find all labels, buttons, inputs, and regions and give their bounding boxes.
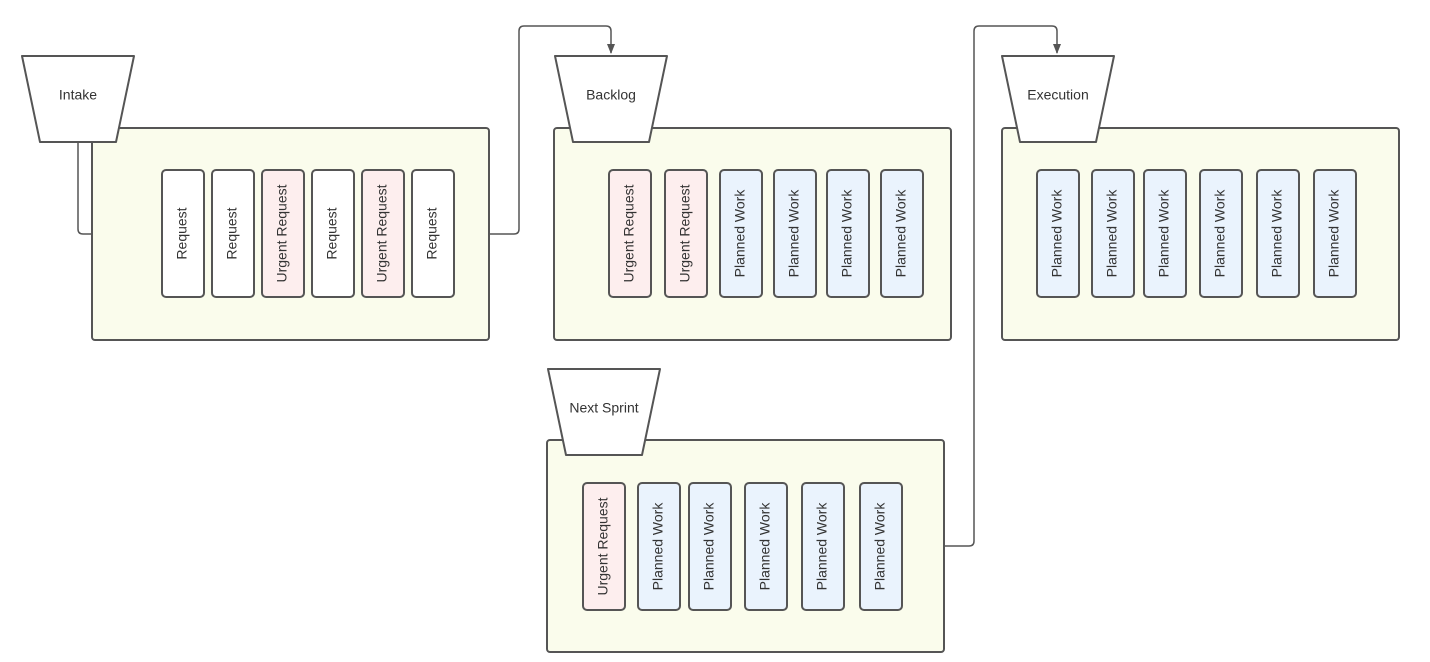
- card-label: Planned Work: [814, 502, 830, 591]
- card-label: Request: [324, 207, 340, 259]
- card-label: Planned Work: [839, 189, 855, 278]
- card-plain: Request: [311, 169, 355, 298]
- card-urgent: Urgent Request: [261, 169, 305, 298]
- card-box: [608, 169, 652, 298]
- card-box: [664, 169, 708, 298]
- card-planned: Planned Work: [826, 169, 870, 298]
- card-planned: Planned Work: [880, 169, 924, 298]
- stage-label: Next Sprint: [569, 400, 638, 416]
- card-label: Planned Work: [893, 189, 909, 278]
- card-planned: Planned Work: [801, 482, 845, 611]
- card-box: [1091, 169, 1135, 298]
- card-planned: Planned Work: [1313, 169, 1357, 298]
- card-label: Request: [174, 207, 190, 259]
- stage-label-shape: [21, 55, 135, 143]
- card-label: Planned Work: [1049, 189, 1065, 278]
- card-box: [801, 482, 845, 611]
- card-box: [826, 169, 870, 298]
- card-planned: Planned Work: [859, 482, 903, 611]
- card-label: Request: [224, 207, 240, 259]
- card-box: [1143, 169, 1187, 298]
- card-box: [311, 169, 355, 298]
- stage-label-shape: [554, 55, 668, 143]
- card-label: Planned Work: [1269, 189, 1285, 278]
- card-label: Planned Work: [757, 502, 773, 591]
- card-label: Planned Work: [732, 189, 748, 278]
- card-planned: Planned Work: [1036, 169, 1080, 298]
- card-planned: Planned Work: [1256, 169, 1300, 298]
- stage-label: Backlog: [586, 87, 636, 103]
- card-box: [361, 169, 405, 298]
- connector-intake-to-backlog: [490, 25, 615, 235]
- card-urgent: Urgent Request: [361, 169, 405, 298]
- card-label: Urgent Request: [595, 497, 611, 595]
- card-plain: Request: [161, 169, 205, 298]
- card-plain: Request: [211, 169, 255, 298]
- card-box: [1313, 169, 1357, 298]
- card-box: [880, 169, 924, 298]
- card-box: [1256, 169, 1300, 298]
- connector-intake-to-cards: [77, 142, 160, 238]
- card-label: Planned Work: [786, 189, 802, 278]
- card-label: Planned Work: [701, 502, 717, 591]
- card-label: Planned Work: [1326, 189, 1342, 278]
- card-box: [211, 169, 255, 298]
- card-box: [161, 169, 205, 298]
- card-box: [859, 482, 903, 611]
- card-planned: Planned Work: [688, 482, 732, 611]
- stage-label-shape: [1001, 55, 1115, 143]
- card-box: [773, 169, 817, 298]
- card-planned: Planned Work: [719, 169, 763, 298]
- card-box: [261, 169, 305, 298]
- stage-label: Intake: [59, 87, 97, 103]
- card-label: Planned Work: [1156, 189, 1172, 278]
- card-box: [719, 169, 763, 298]
- card-label: Urgent Request: [274, 184, 290, 282]
- card-label: Planned Work: [1212, 189, 1228, 278]
- stage-label: Execution: [1027, 87, 1088, 103]
- card-planned: Planned Work: [1091, 169, 1135, 298]
- card-urgent: Urgent Request: [582, 482, 626, 611]
- card-planned: Planned Work: [1199, 169, 1243, 298]
- card-label: Urgent Request: [677, 184, 693, 282]
- card-label: Planned Work: [1104, 189, 1120, 278]
- card-label: Planned Work: [872, 502, 888, 591]
- card-planned: Planned Work: [773, 169, 817, 298]
- card-label: Urgent Request: [374, 184, 390, 282]
- card-label: Urgent Request: [621, 184, 637, 282]
- card-box: [582, 482, 626, 611]
- stage-label-shape: [547, 368, 661, 456]
- card-box: [688, 482, 732, 611]
- connector-nextsprint-to-execution: [945, 25, 1061, 547]
- card-plain: Request: [411, 169, 455, 298]
- card-planned: Planned Work: [637, 482, 681, 611]
- card-label: Request: [424, 207, 440, 259]
- card-box: [1199, 169, 1243, 298]
- card-planned: Planned Work: [1143, 169, 1187, 298]
- card-urgent: Urgent Request: [608, 169, 652, 298]
- card-box: [1036, 169, 1080, 298]
- card-label: Planned Work: [650, 502, 666, 591]
- card-box: [744, 482, 788, 611]
- card-box: [637, 482, 681, 611]
- card-urgent: Urgent Request: [664, 169, 708, 298]
- card-box: [411, 169, 455, 298]
- card-planned: Planned Work: [744, 482, 788, 611]
